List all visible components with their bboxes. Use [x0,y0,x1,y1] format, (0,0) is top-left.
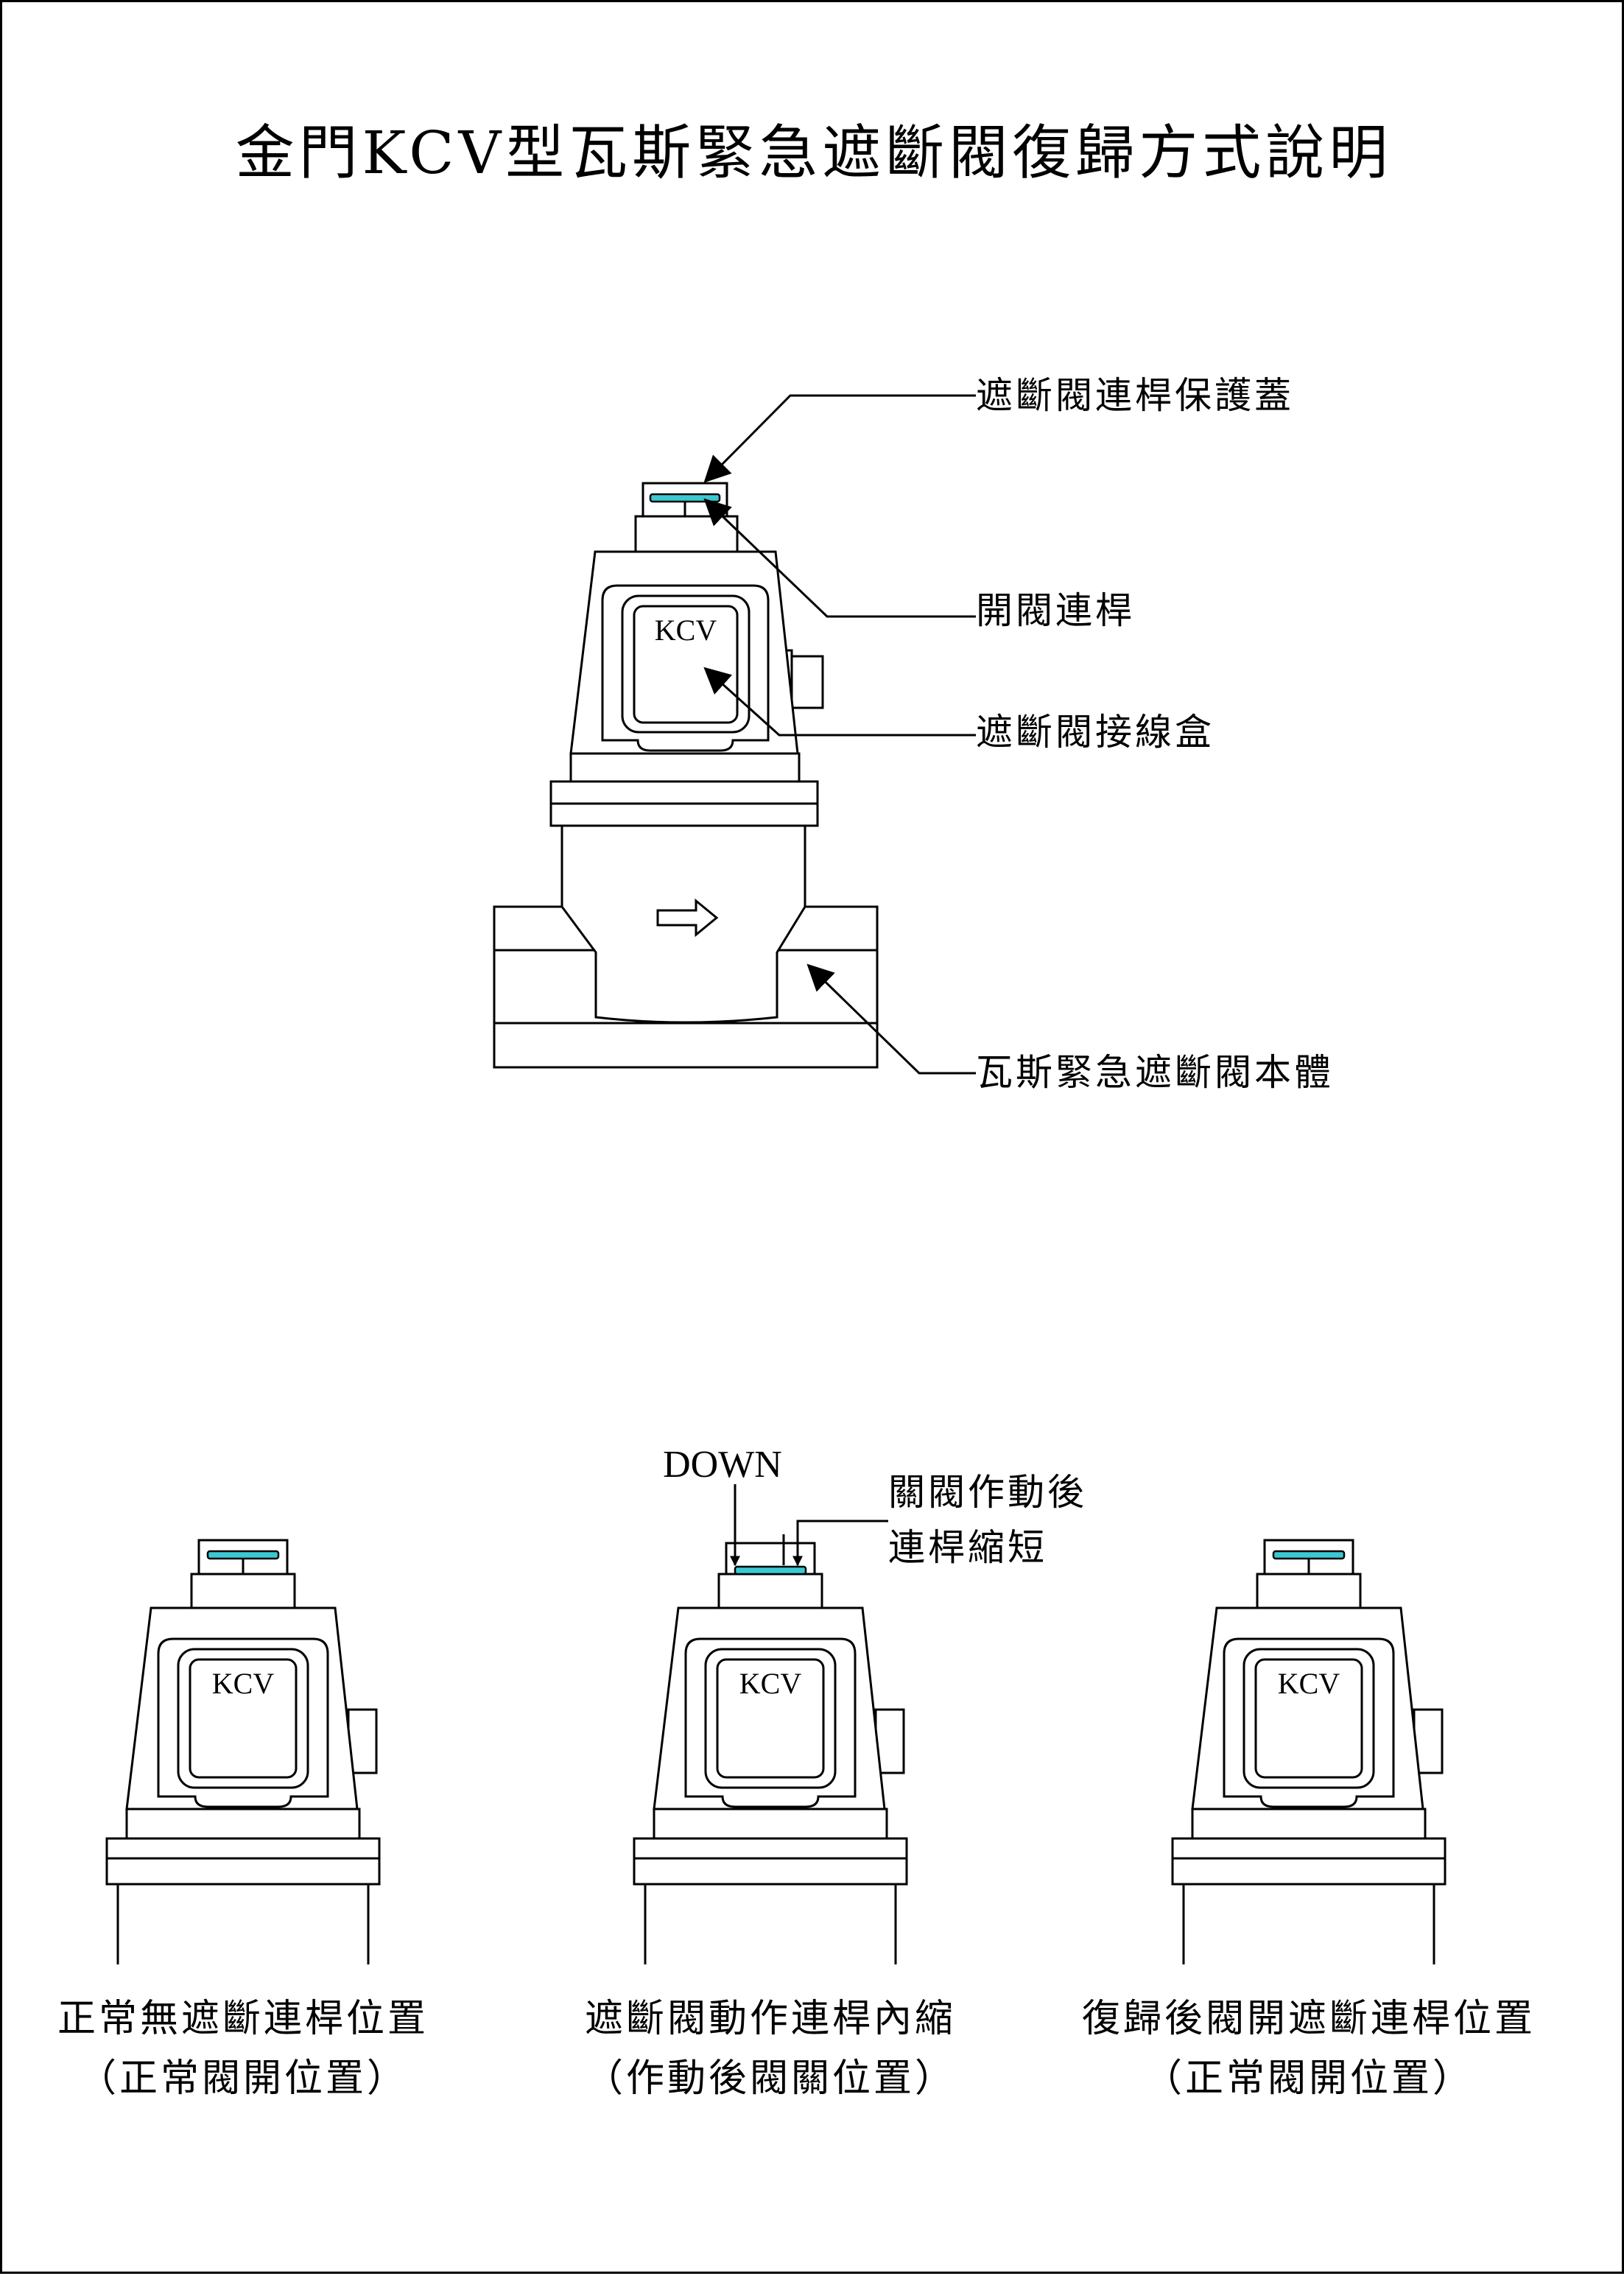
leader-valve-body [806,963,976,1075]
note-line1: 關閥作動後 [888,1471,1087,1514]
leader-junction-box [703,667,976,737]
state3-rod [1272,1550,1346,1560]
state2-rod-retracted [734,1565,807,1576]
label-protective-cover: 遮斷閥連桿保護蓋 [976,374,1294,417]
label-valve-body: 瓦斯緊急遮斷閥本體 [976,1051,1334,1094]
open-rod [649,493,721,503]
cap-base [634,515,739,553]
state-reset-open: KCV 復歸後閥開遮斷連桿位置 （正常閥開位置） [1082,1539,1536,2101]
leader-protective-cover [703,394,976,483]
main-valve-diagram: KCV 遮斷閥連桿保護蓋 開閥連桿 遮斷閥接線盒 瓦斯緊急遮斷閥本體 [493,374,1334,1094]
note-line2: 連桿縮短 [888,1526,1047,1569]
leader-open-rod [703,498,976,618]
state3-flange [1171,1837,1447,1886]
label-open-rod: 開閥連桿 [976,589,1135,632]
state1-flange [105,1837,381,1886]
state1-caption-line2: （正常閥開位置） [78,2057,408,2101]
state-normal-open: KCV 正常無遮斷連桿位置 （正常閥開位置） [57,1539,429,2101]
kcv-label: KCV [655,614,717,647]
page-title: 金門KCV型瓦斯緊急遮斷閥復歸方式說明 [236,119,1393,187]
state2-caption-line2: （作動後閥關位置） [585,2057,956,2101]
state3-kcv-label: KCV [1278,1667,1340,1700]
leader-rod-shortened [792,1520,888,1567]
state3-caption-line1: 復歸後閥開遮斷連桿位置 [1082,1997,1536,2041]
state1-kcv-label: KCV [212,1667,275,1700]
state1-caption-line1: 正常無遮斷連桿位置 [57,1997,429,2041]
flow-direction-arrow-icon [656,898,719,938]
state2-flange [633,1837,908,1886]
state3-caption-line2: （正常閥開位置） [1144,2057,1474,2101]
down-label: DOWN [663,1444,782,1486]
state1-rod [206,1550,280,1560]
state-actuated-closed: KCV DOWN 關閥作動後 連桿縮短 遮斷閥動作連桿內縮 （作動後閥關位置） [585,1444,1087,2101]
state2-kcv-label: KCV [739,1667,802,1700]
upper-flange [569,752,801,783]
label-junction-box: 遮斷閥接線盒 [976,711,1215,754]
state2-caption-line1: 遮斷閥動作連桿內縮 [585,1997,956,2041]
